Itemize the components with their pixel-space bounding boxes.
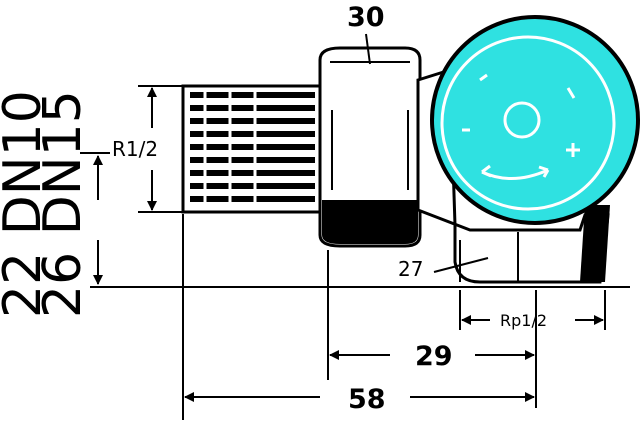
dimension-lines (80, 33, 606, 420)
dimension-27: 27 (398, 257, 423, 281)
dimension-58: 58 (348, 384, 386, 415)
dimension-rp12: Rp1/2 (500, 311, 547, 330)
dimension-30: 30 (347, 2, 385, 33)
dimension-29: 29 (415, 341, 453, 372)
size-label-dn15: 26 DN15 (33, 90, 93, 318)
size-labels: 22 DN10 26 DN15 (0, 90, 93, 318)
dimension-r12: R1/2 (112, 137, 158, 161)
threaded-tail (181, 84, 325, 214)
size-label-dn10: 22 DN10 (0, 90, 53, 318)
valve-body (416, 67, 610, 284)
hex-nut (318, 46, 422, 248)
dimension-labels: 30 R1/2 27 Rp1/2 29 58 (112, 2, 547, 415)
handwheel (430, 15, 640, 225)
